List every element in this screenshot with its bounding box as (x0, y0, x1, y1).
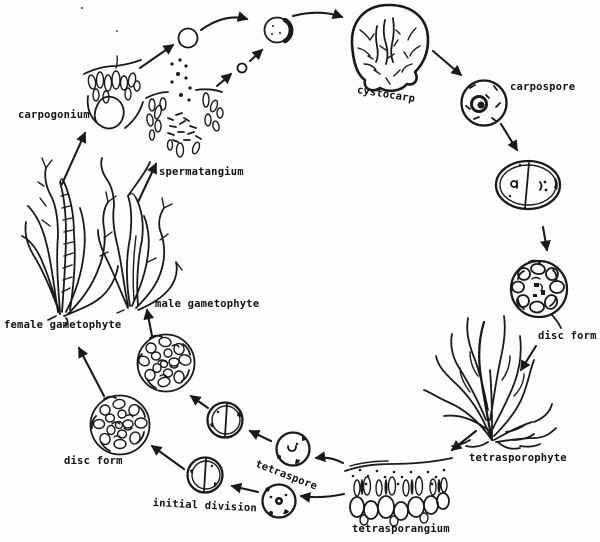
cystocarp-drawing (350, 3, 430, 93)
carpogonium-drawing (83, 55, 144, 130)
female-gametophyte-drawing (21, 157, 119, 327)
two-cell-right-drawing (494, 159, 562, 211)
disc-form-upper-left-drawing (136, 333, 196, 393)
label-carpogonium: carpogonium (18, 109, 90, 121)
carpospore-drawing (460, 79, 508, 127)
label-spermatangium: spermatangium (159, 166, 244, 178)
egg-cell-drawing (177, 27, 199, 49)
label-disc-form-left: disc form (64, 455, 123, 467)
tetraspore-upper-drawing (275, 431, 311, 467)
spermatium-cell-drawing (236, 62, 248, 74)
initial-division-upper-drawing (206, 401, 244, 439)
cycle-arrows (60, 8, 551, 503)
fertilized-egg-drawing (263, 16, 294, 44)
disc-form-lower-left-drawing (89, 394, 151, 456)
label-tetrasporophyte: tetrasporophyte (469, 452, 567, 464)
initial-division-lower-drawing (186, 456, 224, 494)
disc-form-right-drawing (509, 259, 569, 329)
male-gametophyte-drawing (97, 157, 183, 314)
label-female-gametophyte: female gametophyte (4, 319, 122, 331)
print-specks (81, 7, 118, 32)
label-male-gametophyte: male gametophyte (155, 298, 260, 310)
label-disc-form-right: disc form (538, 330, 597, 342)
label-tetrasporangium: tetrasporangium (352, 523, 450, 535)
tetraspore-lower-drawing (261, 483, 297, 519)
spermatangium-drawing (145, 58, 224, 158)
tetrasporangium-drawing (344, 457, 453, 527)
label-carpospore: carpospore (510, 81, 576, 93)
tetrasporophyte-drawing (423, 315, 557, 450)
